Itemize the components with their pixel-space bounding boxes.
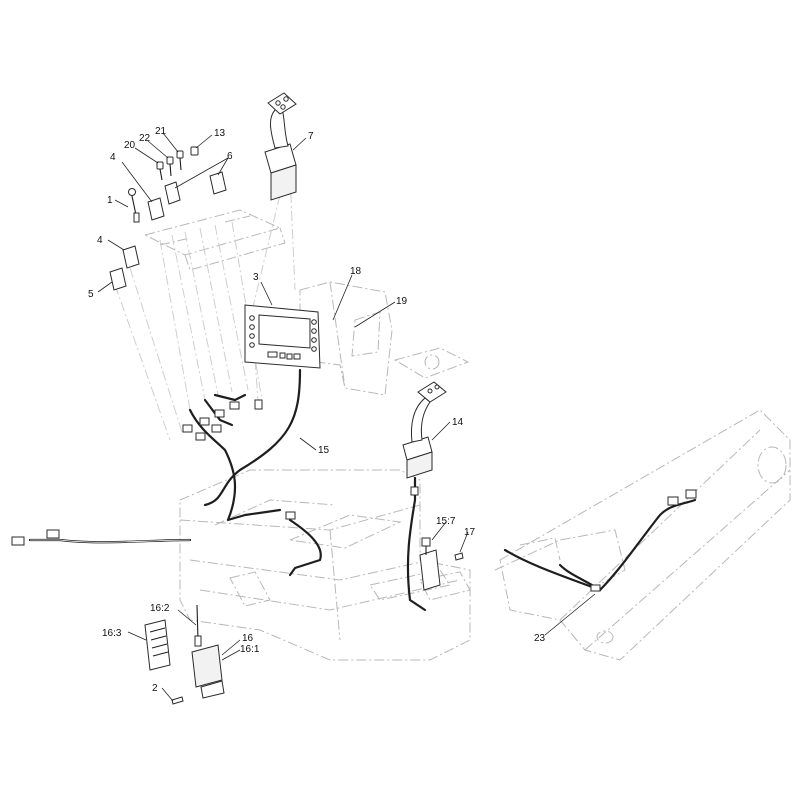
callout-3: 3 [253, 272, 259, 283]
callout-4-upper: 4 [110, 152, 116, 163]
callout-16-1: 16:1 [240, 644, 260, 655]
wiring-harness [11, 368, 697, 612]
remote-control [144, 604, 225, 705]
rocker-switches [109, 146, 227, 291]
callout-5: 5 [88, 289, 94, 300]
callout-2: 2 [152, 683, 158, 694]
callout-15-7: 15:7 [436, 516, 456, 527]
callout-15: 15 [318, 445, 330, 456]
callout-1: 1 [107, 195, 113, 206]
joystick-left [264, 92, 297, 201]
callout-18: 18 [350, 266, 362, 277]
callout-17: 17 [464, 527, 476, 538]
callout-4-lower: 4 [97, 235, 103, 246]
callout-20: 20 [124, 140, 136, 151]
leader-lines [97, 132, 596, 702]
callout-14: 14 [452, 417, 464, 428]
callout-19: 19 [396, 296, 408, 307]
callout-23: 23 [534, 633, 546, 644]
callout-16-3: 16:3 [102, 628, 122, 639]
callout-13: 13 [214, 128, 226, 139]
callout-16-2: 16:2 [150, 603, 170, 614]
callout-21: 21 [155, 126, 167, 137]
callout-labels: 1 2 3 4 4 5 6 7 13 14 15 15:7 16 16:1 16… [88, 126, 546, 694]
callout-6: 6 [227, 151, 233, 162]
display-unit [244, 304, 321, 369]
callout-22: 22 [139, 133, 151, 144]
joystick-right [402, 381, 447, 479]
callout-7: 7 [308, 131, 314, 142]
callout-16: 16 [242, 633, 254, 644]
